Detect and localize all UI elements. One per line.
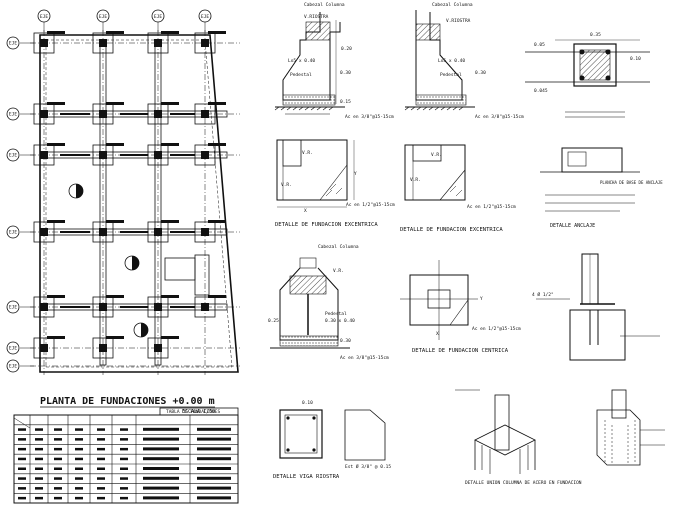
svg-text:Pedestal: Pedestal [440,72,462,78]
svg-text:V.RIOSTRA: V.RIOSTRA [446,18,471,24]
svg-text:Pedestal: Pedestal [290,72,312,78]
axis-label-left: EJE [9,346,17,352]
svg-text:Ac en 1/2"@15-15cm: Ac en 1/2"@15-15cm [467,204,516,210]
svg-text:X: X [436,331,439,337]
axis-label-left: EJE [9,112,17,118]
svg-text:V.R.: V.R. [410,177,421,183]
svg-text:0.10: 0.10 [630,56,641,62]
svg-text:DETALLE ANCLAJE: DETALLE ANCLAJE [550,223,595,229]
svg-text:V.R.: V.R. [302,150,313,156]
svg-text:0.35: 0.35 [590,32,601,38]
svg-text:Pedestal: Pedestal [325,311,347,317]
axis-label-left: EJE [9,305,17,311]
axis-bubbles-left: EJE EJE EJE EJE EJE EJE EJE [6,36,34,373]
svg-text:DETALLE DE FUNDACION CENTRICA: DETALLE DE FUNDACION CENTRICA [412,348,509,354]
plan-scale: ESCALA 1/50 [182,409,215,415]
svg-text:Est Ø 3/8" @ 0.15: Est Ø 3/8" @ 0.15 [345,463,391,470]
detail-excentric-plan-2: V.R. V.R. Ac en 1/2"@15-15cm DETALLE DE … [400,144,516,233]
svg-text:Y: Y [354,171,357,177]
foundation-table: TABLA DE FUNDACIONES [13,407,239,504]
axis-label-top: EJE [99,14,107,20]
section-markers [68,183,149,338]
svg-text:V.R.: V.R. [431,152,442,158]
svg-text:V.R.: V.R. [281,182,292,188]
svg-text:Cabezal Columna: Cabezal Columna [432,2,473,8]
svg-text:V.R.: V.R. [333,268,344,274]
axis-label-top: EJE [40,14,48,20]
svg-text:DETALLE DE FUNDACION EXCENTRIC: DETALLE DE FUNDACION EXCENTRICA [400,227,503,233]
plan-title: PLANTA DE FUNDACIONES +0.00 m [40,396,215,407]
svg-text:0.20: 0.20 [341,46,352,52]
svg-text:DETALLE UNION COLUMNA DE ACERO: DETALLE UNION COLUMNA DE ACERO EN FUNDAC… [465,480,582,486]
svg-text:0.30: 0.30 [340,70,351,76]
plan-outline [39,34,239,373]
svg-text:Y: Y [480,296,483,302]
table-header: TABLA DE FUNDACIONES [166,409,220,415]
footings [33,31,226,359]
svg-text:0.10: 0.10 [302,400,313,406]
svg-text:Ac en 3/8"@15-15cm: Ac en 3/8"@15-15cm [475,114,524,120]
svg-text:0.30: 0.30 [475,70,486,76]
detail-excentric-section-1: Cabezal Columna V.RIOSTRA Lo5 x 0.40 Ped… [274,2,394,120]
svg-text:0.30 x 0.40: 0.30 x 0.40 [325,318,355,324]
axis-label-left: EJE [9,364,17,370]
svg-text:PLANCHA DE BASE DE ANCLAJE: PLANCHA DE BASE DE ANCLAJE [600,180,663,185]
svg-text:DETALLE DE FUNDACION EXCENTRIC: DETALLE DE FUNDACION EXCENTRICA [275,222,378,228]
axis-bubbles-top: EJE EJE EJE EJE [37,9,212,32]
foundation-plan: EJE EJE EJE EJE EJE EJE EJE EJE EJE EJE EJE PLANT… [6,9,240,415]
detail-excentric-plan-1: V.R. V.R. X Y Ac en 1/2"@15-15cm DETALLE… [275,139,395,228]
svg-text:Ac en 1/2"@15-15cm: Ac en 1/2"@15-15cm [472,326,521,332]
svg-text:Ac en 1/2"@15-15cm: Ac en 1/2"@15-15cm [346,202,395,208]
detail-centric-plan: X Y Ac en 1/2"@15-15cm DETALLE DE FUNDAC… [400,260,521,354]
detail-section-lower: Cabezal Columna V.R. Pedestal 0.30 x 0.4… [268,244,389,361]
detail-tie-beam: 0.10 Est Ø 3/8" @ 0.15 DETALLE VIGA RIOS… [273,400,391,480]
detail-anchor: PLANCHA DE BASE DE ANCLAJE DETALLE ANCLA… [540,147,663,229]
svg-text:Lo5 x 0.40: Lo5 x 0.40 [288,58,315,64]
svg-text:0.15: 0.15 [340,99,351,105]
svg-text:Ac en 3/8"@15-15cm: Ac en 3/8"@15-15cm [345,114,394,120]
detail-excentric-section-2: Cabezal Columna V.RIOSTRA Lo5 x 0.40 Ped… [404,2,524,120]
svg-text:Cabezal Columna: Cabezal Columna [318,244,359,250]
detail-pedestal-3d [596,389,665,466]
axis-label-top: EJE [154,14,162,20]
svg-text:X: X [304,208,307,214]
svg-text:Lo5 x 0.40: Lo5 x 0.40 [438,58,465,64]
axis-label-left: EJE [9,41,17,47]
axis-label-top: EJE [201,14,209,20]
svg-text:0.25: 0.25 [268,318,279,324]
svg-text:DETALLE VIGA RIOSTRA: DETALLE VIGA RIOSTRA [273,474,340,480]
axis-label-left: EJE [9,153,17,159]
axis-label-left: EJE [9,230,17,236]
svg-text:Ac en 3/8"@15-15cm: Ac en 3/8"@15-15cm [340,355,389,361]
svg-text:4 Ø 1/2": 4 Ø 1/2" [532,291,554,298]
svg-text:Cabezal Columna: Cabezal Columna [304,2,345,8]
detail-column-union: DETALLE UNION COLUMNA DE ACERO EN FUNDAC… [455,389,582,486]
svg-text:0.05: 0.05 [534,42,545,48]
svg-text:0.30: 0.30 [340,338,351,344]
svg-text:0.045: 0.045 [534,88,548,94]
detail-column-side: 4 Ø 1/2" [532,253,660,361]
svg-text:V.RIOSTRA: V.RIOSTRA [304,14,329,20]
detail-base-plate: 0.35 0.10 0.05 0.045 [525,32,650,118]
tie-beams [41,39,228,366]
